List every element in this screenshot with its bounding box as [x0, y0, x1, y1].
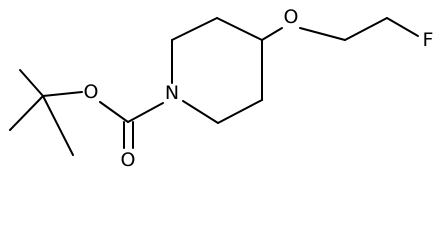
bond-ring-top-to-c4 [216, 17, 263, 41]
bond-ring-upper-left-to-top [171, 17, 218, 41]
bond-ester-oxygen-to-carbonyl [99, 101, 129, 123]
atom-label-ether-oxygen: O [284, 6, 299, 28]
bond-carbonyl-to-nitrogen [127, 102, 164, 123]
bond-ch2-to-fluorine [386, 17, 419, 37]
bond-c4-to-ether-oxygen [261, 27, 283, 41]
atom-label-ester-oxygen: O [84, 81, 99, 103]
bond-tbu-methyl-bottom [42, 95, 74, 156]
bond-tbu-methyl-top [19, 69, 44, 97]
bond-ether-oxygen-to-ch2 [299, 27, 346, 41]
bond-ch2-to-ch2 [344, 17, 388, 41]
atom-label-fluorine: F [423, 29, 434, 51]
bond-tbu-methyl-left [9, 95, 44, 131]
bond-ring-n-to-lower-right [182, 100, 219, 124]
chemical-structure: O O N O F [9, 6, 434, 171]
atom-label-ring-nitrogen: N [165, 82, 179, 104]
bond-ring-lower-right-to-lower [217, 99, 263, 124]
bond-tbu-to-ester-oxygen [42, 91, 83, 97]
atom-label-carbonyl-oxygen: O [121, 149, 136, 171]
